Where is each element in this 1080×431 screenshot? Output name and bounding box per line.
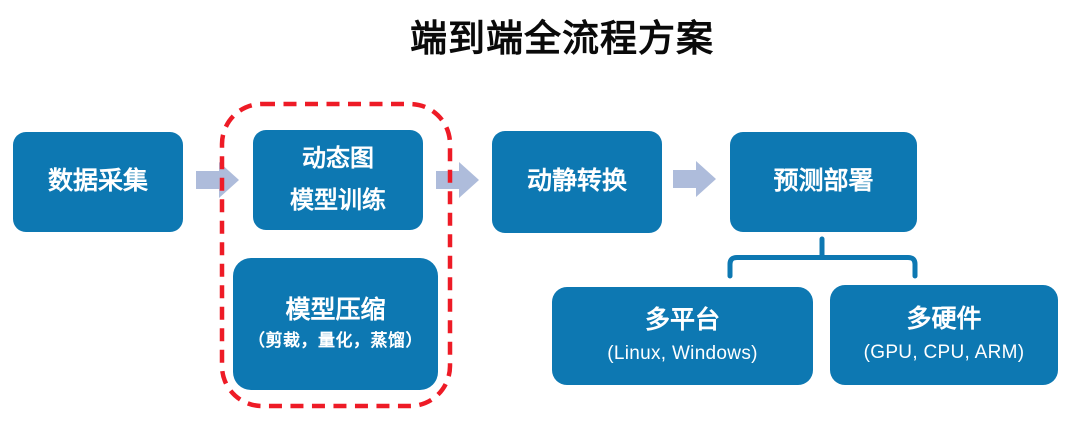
node-dynamic-graph-training: 动态图 模型训练 — [253, 130, 423, 230]
node-model-compression: 模型压缩 （剪裁，量化，蒸馏） — [233, 258, 438, 390]
node-multi-hardware: 多硬件 (GPU, CPU, ARM) — [830, 285, 1058, 385]
node-dynamic-graph-label-line1: 动态图 — [302, 145, 374, 173]
node-model-compression-sublabel: （剪裁，量化，蒸馏） — [248, 331, 423, 351]
node-data-collection-label: 数据采集 — [47, 167, 148, 196]
node-multi-platform-sublabel: (Linux, Windows) — [607, 342, 758, 364]
node-dynamic-static-label: 动静转换 — [526, 167, 627, 196]
node-model-compression-label: 模型压缩 — [285, 295, 386, 324]
node-dynamic-static-conversion: 动静转换 — [492, 131, 662, 233]
diagram-title: 端到端全流程方案 — [410, 18, 714, 59]
node-data-collection: 数据采集 — [13, 132, 183, 232]
node-multi-platform: 多平台 (Linux, Windows) — [552, 287, 813, 385]
node-dynamic-graph-label-line2: 模型训练 — [290, 186, 386, 214]
node-multi-platform-label: 多平台 — [644, 306, 720, 335]
node-prediction-label: 预测部署 — [773, 167, 874, 196]
node-multi-hardware-sublabel: (GPU, CPU, ARM) — [863, 341, 1025, 363]
flow-arrow-1-icon — [196, 162, 239, 198]
flow-arrow-2-icon — [436, 162, 479, 198]
flow-arrow-3-icon — [673, 161, 716, 197]
deployment-split-bracket — [727, 236, 918, 279]
node-multi-hardware-label: 多硬件 — [906, 305, 982, 334]
node-prediction-deployment: 预测部署 — [730, 132, 917, 232]
